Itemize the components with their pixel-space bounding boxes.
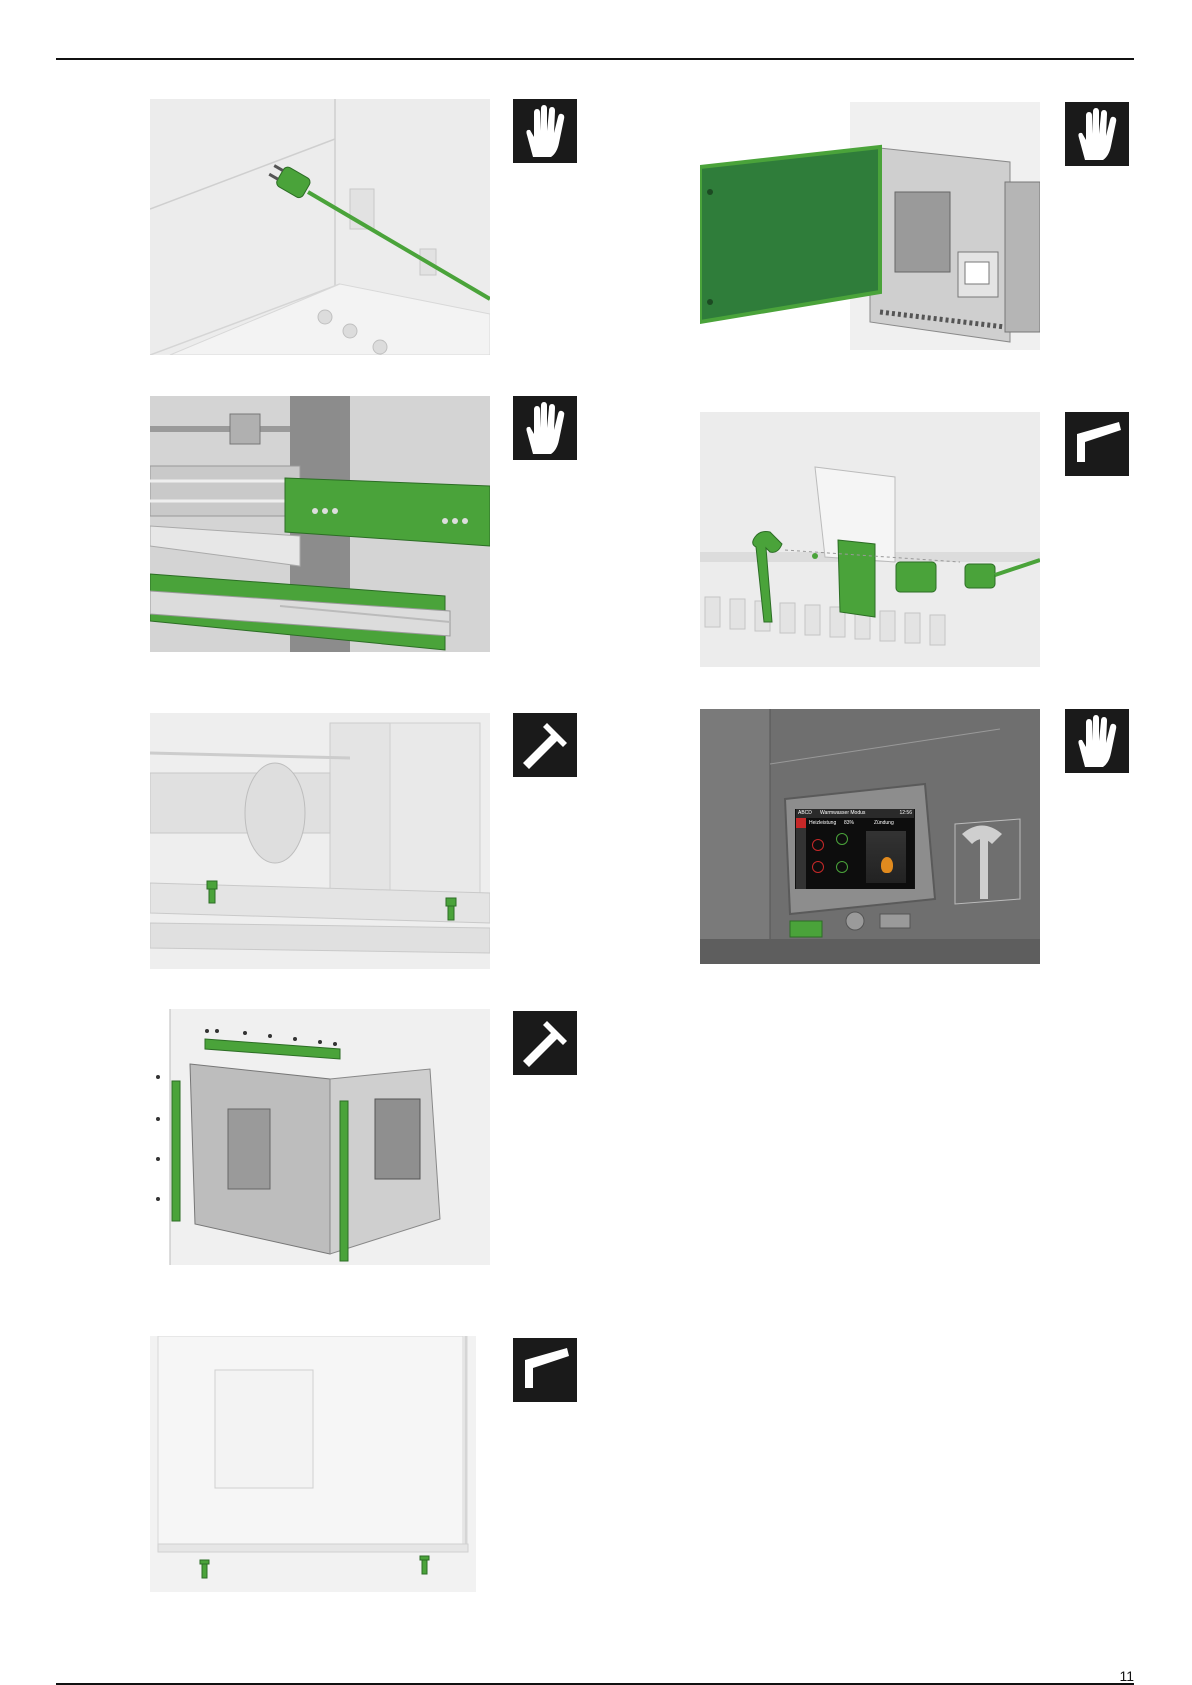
illustration-key-connector	[700, 412, 1040, 667]
t-handle-wrench-icon	[513, 1011, 577, 1075]
display-header-title: Warmwasser Modus	[820, 810, 865, 816]
minus-icon[interactable]	[812, 839, 824, 851]
display-header-left: ABCD	[798, 810, 812, 816]
home-icon[interactable]	[796, 818, 806, 828]
illustration-control-display: ABCD Warmwasser Modus 12:56 Heizleistung…	[700, 709, 1040, 964]
hand-icon	[513, 396, 577, 460]
power-icon[interactable]	[812, 861, 824, 873]
display-sidebar	[796, 818, 806, 889]
illustration-open-door	[700, 102, 1040, 350]
hex-key-icon	[1065, 412, 1129, 476]
display-row-value: 83%	[844, 820, 854, 826]
display-header: ABCD Warmwasser Modus 12:56	[796, 809, 914, 818]
display-right-label: Zündung	[874, 820, 894, 826]
plus-icon[interactable]	[836, 833, 848, 845]
hand-icon	[1065, 709, 1129, 773]
page-number: 11	[1119, 1668, 1134, 1684]
illustration-power-plug	[150, 99, 490, 355]
illustration-bottom-screws	[150, 1336, 476, 1592]
touch-display[interactable]: ABCD Warmwasser Modus 12:56 Heizleistung…	[796, 809, 914, 889]
top-rule	[56, 58, 1134, 60]
illustration-frame-strips	[150, 1009, 490, 1265]
confirm-icon[interactable]	[836, 861, 848, 873]
t-handle-wrench-icon	[513, 713, 577, 777]
hand-icon	[513, 99, 577, 163]
flame-graphic	[866, 831, 906, 883]
display-header-time: 12:56	[899, 810, 912, 816]
hex-key-icon	[513, 1338, 577, 1402]
illustration-slide-rails	[150, 396, 490, 652]
illustration-rail-screws	[150, 713, 490, 969]
hand-icon	[1065, 102, 1129, 166]
display-row-label: Heizleistung	[809, 820, 836, 826]
